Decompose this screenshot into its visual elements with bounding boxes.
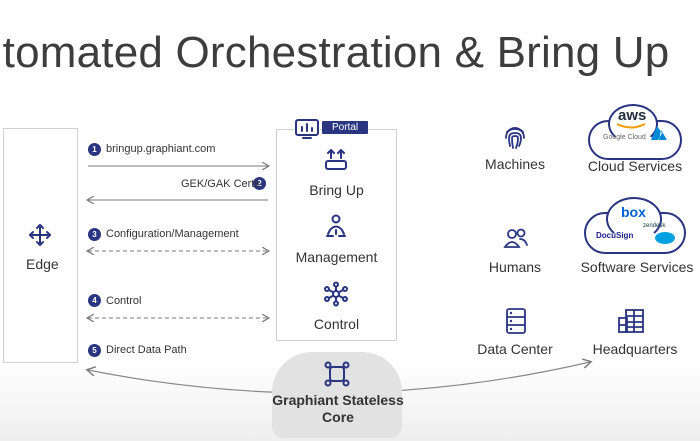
portal-item-management: Management	[295, 249, 378, 265]
step-4-badge: 4	[88, 294, 101, 307]
cloud-bump	[608, 104, 658, 144]
google-cloud-logo: Google Cloud	[603, 134, 646, 141]
server-icon	[506, 308, 526, 334]
docusign-logo: DocuSign	[596, 231, 634, 240]
salesforce-icon	[655, 232, 675, 244]
step-1-label: bringup.graphiant.com	[106, 143, 216, 155]
box-logo: box	[621, 204, 646, 220]
core-label-line1: Graphiant Stateless	[272, 392, 404, 408]
step-5-label: Direct Data Path	[106, 344, 187, 356]
move-arrows-icon	[29, 224, 51, 246]
step-5-badge: 5	[88, 344, 101, 357]
building-icon	[618, 309, 644, 333]
monitor-icon	[294, 118, 320, 140]
dest-data-center: Data Center	[477, 341, 553, 357]
humans-icon	[503, 228, 528, 248]
bring-up-icon	[325, 149, 347, 170]
fingerprint-icon	[505, 127, 525, 149]
management-icon	[326, 214, 346, 237]
step-2-badge: 2	[253, 177, 266, 190]
portal-item-control: Control	[313, 316, 360, 332]
aws-logo: aws	[618, 107, 647, 124]
zendesk-logo: zendesk	[643, 223, 666, 229]
core-icon	[324, 361, 350, 387]
portal-tag: Portal	[322, 121, 369, 134]
dest-headquarters: Headquarters	[592, 341, 678, 357]
dest-machines: Machines	[485, 156, 545, 172]
dest-humans: Humans	[488, 259, 542, 275]
edge-label: Edge	[26, 256, 59, 272]
azure-icon	[651, 126, 667, 140]
cloud-bump-2	[606, 197, 662, 241]
step-3-label: Configuration/Management	[106, 228, 239, 240]
slide-title: utomated Orchestration & Bring Up	[0, 28, 670, 77]
step-1-badge: 1	[88, 143, 101, 156]
portal-item-bring-up: Bring Up	[309, 182, 364, 198]
step-3-badge: 3	[88, 228, 101, 241]
step-2-label: GEK/GAK Certs	[181, 178, 260, 190]
step-4-label: Control	[106, 295, 142, 307]
control-icon	[324, 281, 348, 307]
aws-smile-icon	[616, 123, 646, 129]
dest-cloud-services: Cloud Services	[587, 158, 683, 174]
dest-software-services: Software Services	[580, 259, 694, 275]
core-label-line2: Core	[322, 409, 354, 425]
